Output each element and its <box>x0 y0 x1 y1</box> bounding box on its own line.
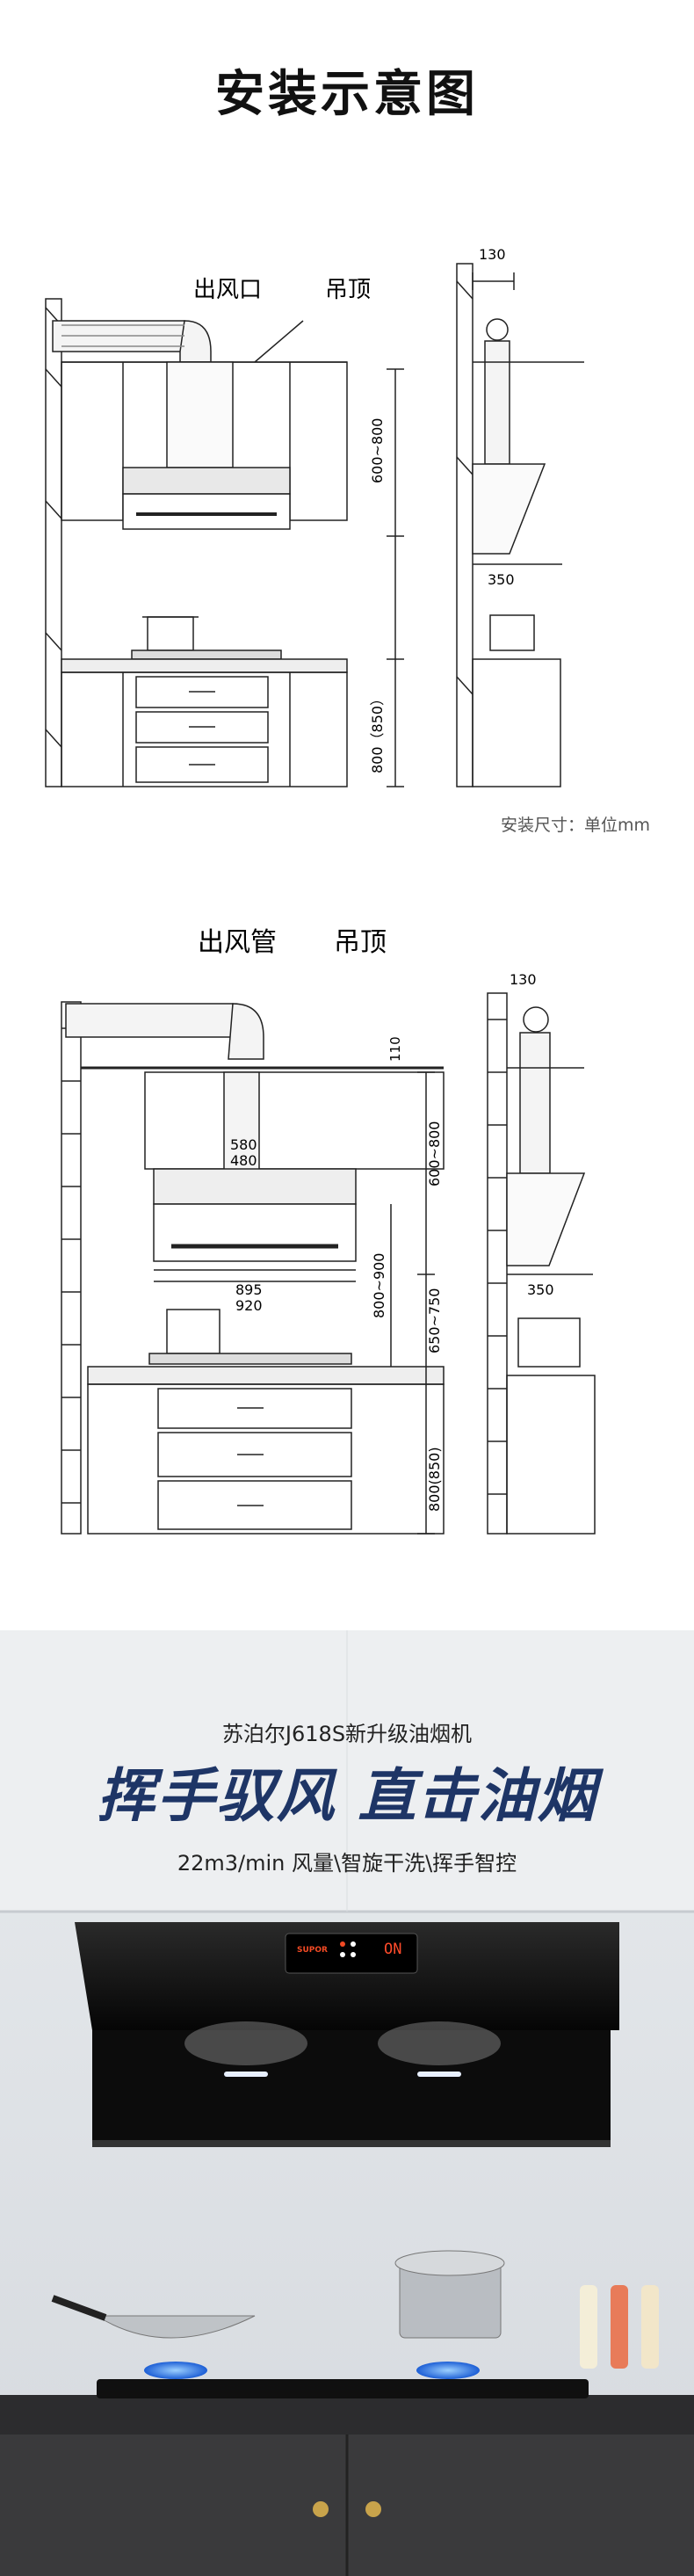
dim-350: 350 <box>488 571 515 588</box>
dim-800-900: 800~900 <box>371 1253 387 1318</box>
dim-650-750: 650~750 <box>426 1288 443 1353</box>
product-slogan: 挥手驭风 直击油烟 <box>97 1762 597 1830</box>
product-scene <box>0 1630 694 2576</box>
ceiling-label-2: 吊顶 <box>334 927 387 958</box>
product-banner <box>0 1630 694 2576</box>
dim-130: 130 <box>479 246 506 263</box>
diagram-1-drawing: 出风口 吊顶 130 600~800 800（850） 350 <box>45 246 584 787</box>
dim-600-800-2: 600~800 <box>426 1121 443 1186</box>
dim-895: 895 <box>235 1281 263 1298</box>
product-subtitle: 苏泊尔J618S新升级油烟机 <box>221 1722 473 1746</box>
dim-110: 110 <box>387 1036 403 1062</box>
dim-480: 480 <box>230 1152 257 1169</box>
outlet-label: 出风口 <box>193 277 262 303</box>
duct-label: 出风管 <box>198 927 277 958</box>
dim-580: 580 <box>230 1136 257 1153</box>
brand-logo: SUPOR <box>297 1946 328 1955</box>
dim-920: 920 <box>235 1297 263 1314</box>
product-features: 22m3/min 风量\智旋干洗\挥手智控 <box>177 1851 517 1876</box>
hood-display: ON <box>384 1941 402 1958</box>
page-title: 安装示意图 <box>215 66 479 123</box>
diagram-2-drawing: 出风管 吊顶 130 110 580 480 600~800 800~900 6… <box>61 927 596 1535</box>
dim-800-850: 800（850） <box>369 692 386 773</box>
installation-diagram-2: 出风管 吊顶 130 110 580 480 600~800 800~900 6… <box>0 905 694 1538</box>
dim-600-800: 600~800 <box>369 418 386 483</box>
ceiling-label: 吊顶 <box>325 277 371 303</box>
installation-diagram-1: 出风口 吊顶 130 600~800 800（850） 350 <box>0 237 694 870</box>
dim-800-850-2: 800(850) <box>426 1447 443 1512</box>
unit-note: 安装尺寸：单位mm <box>501 816 651 835</box>
dim-130-2: 130 <box>510 971 537 988</box>
dim-350-2: 350 <box>527 1281 554 1298</box>
